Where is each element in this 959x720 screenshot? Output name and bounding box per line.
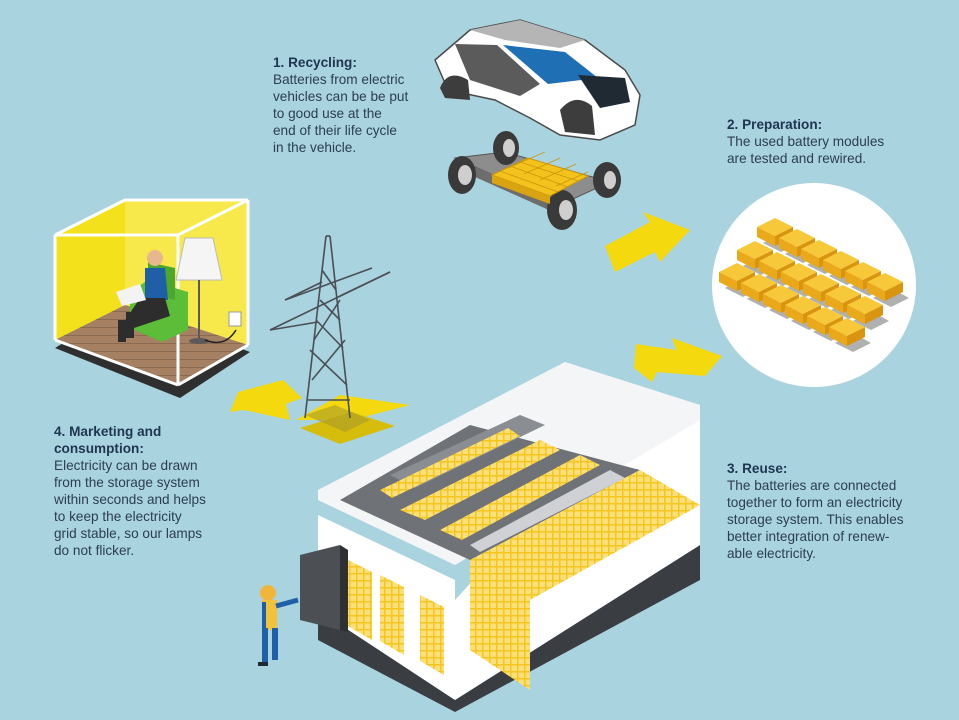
- step-description: Electricity can be drawn from the storag…: [54, 458, 206, 558]
- step-description: The batteries are connected together to …: [727, 478, 904, 561]
- step-heading: 2. Preparation:: [727, 117, 823, 132]
- battery-chassis-icon: [448, 131, 621, 230]
- step-recycling: 1. Recycling: Batteries from electric ve…: [273, 54, 443, 156]
- step-description: The used battery modules are tested and …: [727, 134, 885, 166]
- flow-arrow-icon: [230, 380, 302, 420]
- step-heading: 4. Marketing and consumption:: [54, 424, 162, 456]
- step-description: Batteries from electric vehicles can be …: [273, 72, 409, 155]
- flow-arrow-icon: [634, 338, 722, 382]
- step-heading: 3. Reuse:: [727, 461, 788, 476]
- living-room-icon: [53, 198, 250, 398]
- storage-building-icon: [300, 362, 700, 712]
- power-pylon-icon: [269, 235, 410, 444]
- step-preparation: 2. Preparation: The used battery modules…: [727, 116, 927, 167]
- battery-modules-icon: [712, 183, 916, 387]
- worker-icon: [258, 585, 299, 666]
- electric-car-icon: [434, 19, 641, 141]
- step-heading: 1. Recycling:: [273, 55, 357, 70]
- step-marketing-consumption: 4. Marketing and consumption: Electricit…: [54, 423, 274, 559]
- step-reuse: 3. Reuse: The batteries are connected to…: [727, 460, 937, 562]
- flow-arrow-icon: [605, 212, 690, 272]
